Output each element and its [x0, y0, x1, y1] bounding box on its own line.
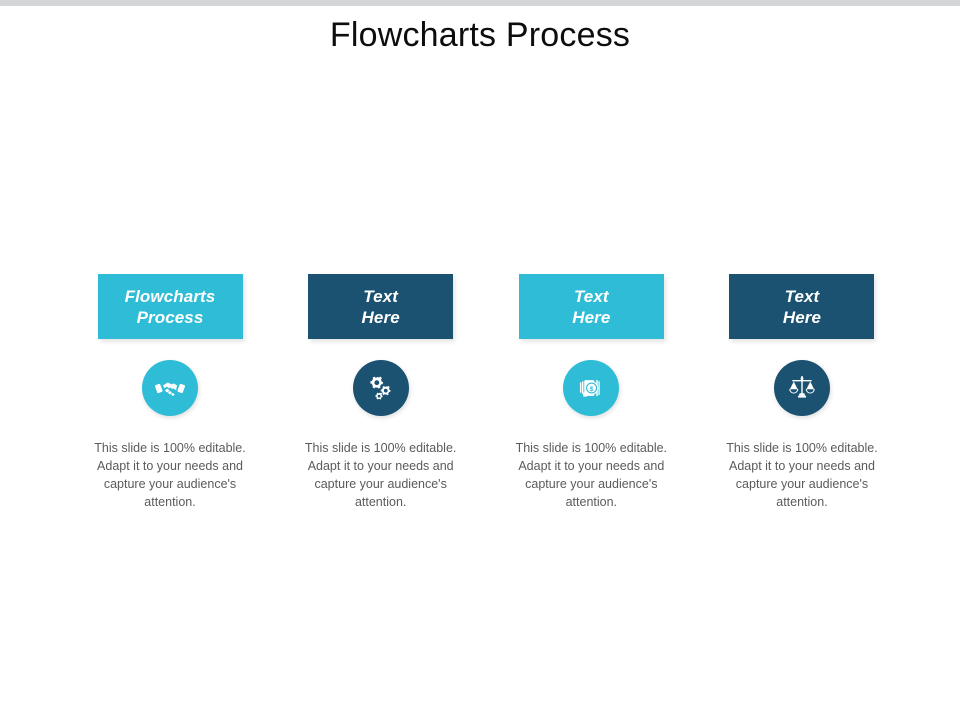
balance-scales-icon: [773, 360, 830, 416]
money-cash-icon: $: [563, 360, 620, 416]
label-box-2-line2: Here: [361, 307, 400, 327]
label-box-3-line2: Here: [572, 307, 611, 327]
body-text-2: This slide is 100% editable. Adapt it to…: [304, 441, 457, 509]
gears-icon: [352, 360, 409, 416]
label-box-2-line1: Text: [363, 286, 399, 306]
label-box-4-line2: Here: [782, 307, 822, 327]
label-box-4-line1: Text: [784, 286, 820, 306]
label-box-3[interactable]: Text Here: [518, 274, 664, 339]
label-box-3-line1: Text: [573, 286, 609, 306]
handshake-icon: [142, 360, 198, 416]
top-bar: [0, 0, 960, 6]
label-box-2[interactable]: Text Here: [308, 274, 454, 339]
label-box-4[interactable]: Text Here: [729, 274, 875, 339]
label-box-1-line2: Process: [136, 307, 204, 327]
body-text-3: This slide is 100% editable. Adapt it to…: [515, 441, 668, 509]
label-box-1-line1: Flowcharts: [124, 286, 216, 306]
svg-text:$: $: [590, 386, 594, 393]
process-column-3: Text Here $: [501, 274, 681, 511]
body-text-1: This slide is 100% editable. Adapt it to…: [94, 441, 246, 509]
label-box-1[interactable]: Flowcharts Process: [97, 274, 243, 339]
page-title: Flowcharts Process: [329, 16, 631, 54]
process-column-2: Text Here This slide is 100% editable. A…: [291, 274, 471, 511]
process-column-1: Flowcharts Process This slide is 100% ed…: [80, 274, 260, 511]
process-column-4: Text Here: [712, 274, 892, 511]
body-text-4: This slide is 100% editable. Adapt it to…: [726, 441, 878, 509]
process-columns: Flowcharts Process This slide is 100% ed…: [80, 274, 892, 511]
